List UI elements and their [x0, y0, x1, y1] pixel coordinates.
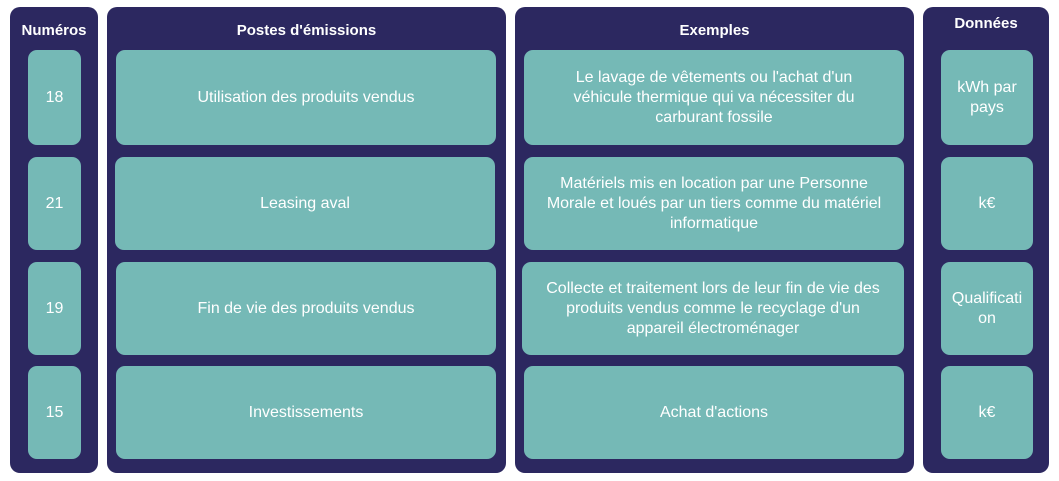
donnees-column: Données kWh par pays k€ Qualification k€: [923, 7, 1049, 473]
numero-cell-1: 18: [28, 50, 81, 145]
postes-header: Postes d'émissions: [236, 22, 377, 39]
donnees-header: Données: [954, 15, 1018, 32]
exemple-cell-4: Achat d'actions: [524, 366, 904, 459]
donnee-cell-1: kWh par pays: [941, 50, 1033, 145]
numero-cell-3: 19: [28, 262, 81, 355]
exemple-cell-3: Collecte et traitement lors de leur fin …: [522, 262, 904, 355]
exemple-cell-1: Le lavage de vêtements ou l'achat d'un v…: [524, 50, 904, 145]
poste-cell-3: Fin de vie des produits vendus: [116, 262, 496, 355]
exemples-column: Exemples Le lavage de vêtements ou l'ach…: [515, 7, 914, 473]
donnee-cell-4: k€: [941, 366, 1033, 459]
donnee-cell-3: Qualification: [941, 262, 1033, 355]
poste-cell-2: Leasing aval: [115, 157, 495, 250]
exemple-cell-2: Matériels mis en location par une Person…: [524, 157, 904, 250]
numero-cell-4: 15: [28, 366, 81, 459]
poste-cell-1: Utilisation des produits vendus: [116, 50, 496, 145]
exemples-header: Exemples: [679, 22, 750, 39]
numeros-column: Numéros 18 21 19 15: [10, 7, 98, 473]
numero-cell-2: 21: [28, 157, 81, 250]
poste-cell-4: Investissements: [116, 366, 496, 459]
postes-column: Postes d'émissions Utilisation des produ…: [107, 7, 506, 473]
donnee-cell-2: k€: [941, 157, 1033, 250]
numeros-header: Numéros: [21, 22, 87, 39]
